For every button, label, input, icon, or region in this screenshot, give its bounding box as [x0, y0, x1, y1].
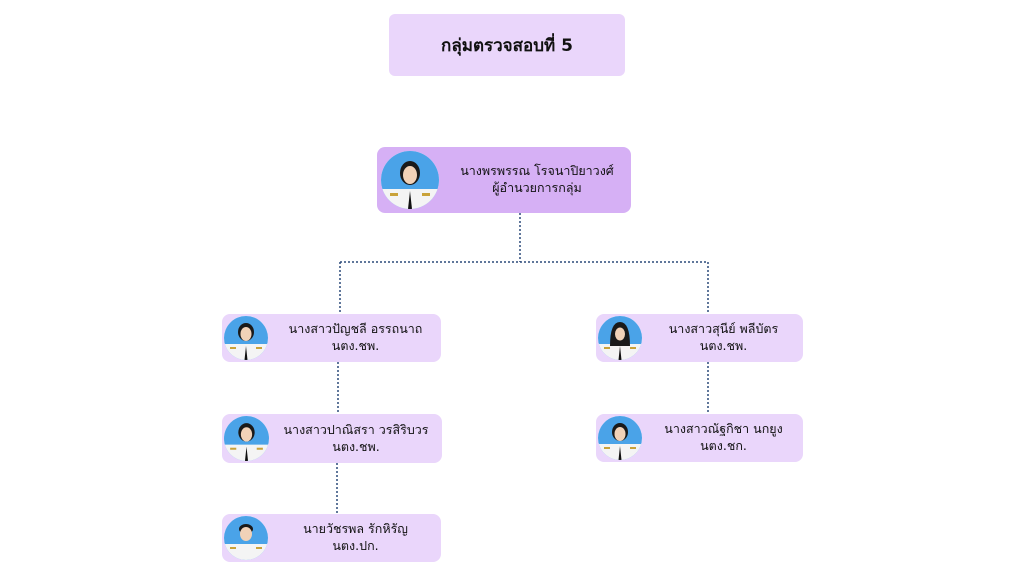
org-card-member: นายวัชรพล รักหิรัญ นตง.ปก. — [222, 514, 441, 562]
member-position: นตง.ชพ. — [331, 338, 380, 353]
member-name: นางสาวสุนีย์ พลีบัตร — [668, 321, 779, 337]
org-card-member: นางสาวณัฐกิชา นกยูง นตง.ชก. — [596, 414, 803, 462]
member-position: นตง.ชพ. — [699, 338, 748, 353]
org-card-member: นางสาวสุนีย์ พลีบัตร นตง.ชพ. — [596, 314, 803, 362]
person-photo — [224, 316, 268, 360]
member-name: นางสาวปัญชลี อรรถนาถ — [288, 321, 423, 337]
page-title: กลุ่มตรวจสอบที่ 5 — [441, 35, 573, 56]
person-photo — [224, 416, 269, 461]
member-position: นตง.ชพ. — [332, 438, 380, 454]
member-name: นายวัชรพล รักหิรัญ — [303, 521, 408, 537]
person-photo — [598, 316, 642, 360]
member-name: นางสาวณัฐกิชา นกยูง — [664, 421, 783, 437]
org-card-head: นางพรพรรณ โรจนาปิยาวงศ์ ผู้อำนวยการกลุ่ม — [377, 147, 631, 213]
member-name: นางสาวปาณิสรา วรสิริบวร — [283, 421, 429, 437]
head-name: นางพรพรรณ โรจนาปิยาวงศ์ — [460, 163, 614, 179]
member-position: นตง.ปก. — [332, 538, 379, 553]
person-photo — [224, 516, 268, 560]
org-card-member: นางสาวปัญชลี อรรถนาถ นตง.ชพ. — [222, 314, 441, 362]
person-photo — [381, 151, 439, 209]
person-photo — [598, 416, 642, 460]
org-card-member: นางสาวปาณิสรา วรสิริบวร นตง.ชพ. — [222, 414, 442, 463]
member-position: นตง.ชก. — [700, 438, 747, 453]
page-title-box: กลุ่มตรวจสอบที่ 5 — [389, 14, 625, 76]
head-position: ผู้อำนวยการกลุ่ม — [492, 180, 582, 195]
